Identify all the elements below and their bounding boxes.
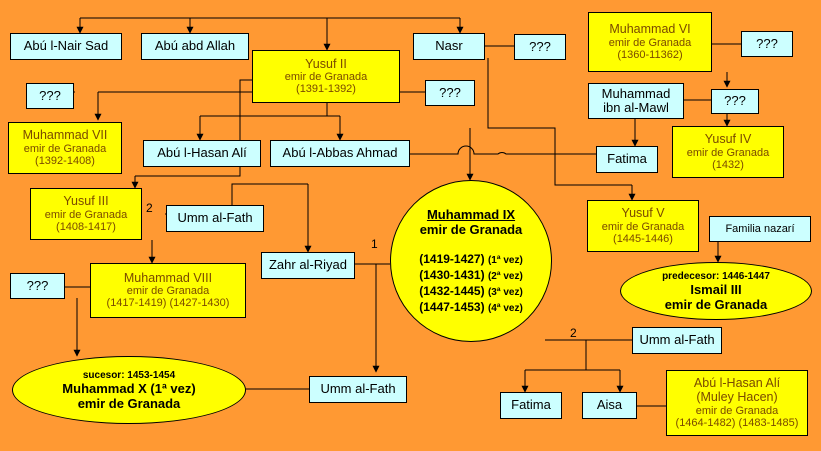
title: emir de Granada: [419, 222, 523, 237]
person-unknown-left: ???: [26, 83, 74, 109]
person-yusuf-ii: Yusuf II emir de Granada (1391-1392): [252, 50, 400, 103]
reign: (1392-1408): [35, 154, 95, 167]
name: Muhammad VII: [22, 128, 108, 143]
reign-4: (1447-1453) (4ª vez): [419, 300, 523, 314]
title: emir de Granada: [77, 395, 181, 411]
person-abu-l-hasan-ali-1: Abú l-Hasan Alí: [143, 140, 261, 167]
reign-3: (1432-1445) (3ª vez): [419, 284, 523, 298]
title: emir de Granada: [664, 296, 768, 312]
title: emir de Granada: [284, 71, 368, 84]
name: Muhammad IX: [426, 207, 516, 222]
person-aisa: Aisa: [582, 392, 637, 419]
person-muhammad-vii: Muhammad VII emir de Granada (1392-1408): [8, 122, 122, 174]
person-fatima-1: Fatima: [596, 146, 658, 173]
person-familia-nazari: Familia nazarí: [709, 216, 811, 242]
title: emir de Granada: [608, 36, 692, 49]
person-unknown-mawl-spouse: ???: [711, 89, 759, 114]
person-abu-abd-allah: Abú abd Allah: [141, 33, 249, 60]
reign-1: (1419-1427) (1ª vez): [419, 252, 523, 266]
person-umm-al-fath-2: Umm al-Fath: [309, 376, 407, 403]
name: Muhammad VI: [609, 22, 691, 37]
person-abu-l-abbas-ahmad: Abú l-Abbas Ahmad: [270, 140, 410, 167]
person-umm-al-fath-3: Umm al-Fath: [632, 327, 722, 354]
marriage-number-m9: 2: [570, 326, 577, 340]
person-yusuf-v: Yusuf V emir de Granada (1445-1446): [587, 200, 699, 252]
person-unknown-nasr-spouse: ???: [514, 34, 566, 60]
person-unknown-m8-spouse: ???: [10, 273, 65, 299]
alias: (Muley Hacen): [696, 389, 778, 404]
reign: (1417-1419) (1427-1430): [106, 297, 230, 310]
reign-2: (1430-1431) (2ª vez): [419, 268, 523, 282]
person-fatima-2: Fatima: [500, 392, 562, 419]
successor-label: sucesor: 1453-1454: [82, 369, 176, 381]
name-line-2: ibn al-Mawl: [603, 100, 669, 115]
title: emir de Granada: [601, 220, 685, 233]
name: Abú l-Hasan Alí: [693, 376, 781, 391]
person-nasr: Nasr: [413, 33, 485, 60]
name: Ismail III: [690, 281, 742, 297]
marriage-number-yusuf-iii: 2: [146, 201, 153, 215]
person-yusuf-iii: Yusuf III emir de Granada (1408-1417): [30, 188, 142, 240]
person-muhammad-x: sucesor: 1453-1454 Muhammad X (1ª vez) e…: [12, 356, 246, 424]
person-ismail-iii: predecesor: 1446-1447 Ismail III emir de…: [620, 262, 812, 320]
person-yusuf-iv: Yusuf IV emir de Granada (1432): [672, 126, 784, 178]
name: Yusuf V: [621, 206, 665, 221]
predecessor-label: predecesor: 1446-1447: [662, 270, 770, 282]
person-muhammad-viii: Muhammad VIII emir de Granada (1417-1419…: [90, 263, 246, 318]
person-muhammad-ibn-al-mawl: Muhammad ibn al-Mawl: [588, 83, 684, 119]
reign: (1391-1392): [296, 83, 356, 96]
person-umm-al-fath-1: Umm al-Fath: [166, 205, 264, 232]
name: Muhammad X (1ª vez): [62, 380, 196, 396]
person-zahr-al-riyad: Zahr al-Riyad: [261, 252, 355, 279]
title: emir de Granada: [44, 208, 128, 221]
person-muhammad-vi: Muhammad VI emir de Granada (1360-11362): [588, 12, 712, 72]
person-unknown-yusuf-ii-spouse: ???: [425, 80, 475, 106]
name: Muhammad VIII: [123, 270, 213, 285]
reign: (1408-1417): [56, 220, 116, 233]
reign: (1360-11362): [617, 48, 683, 61]
title: emir de Granada: [695, 404, 779, 417]
reign: (1445-1446): [613, 232, 673, 245]
person-unknown-m6-spouse: ???: [741, 31, 793, 57]
reign: (1464-1482) (1483-1485): [675, 416, 799, 429]
name: Yusuf III: [63, 194, 109, 209]
title: emir de Granada: [126, 285, 210, 298]
reign: (1432): [712, 158, 744, 171]
name: Yusuf IV: [704, 132, 752, 147]
title: emir de Granada: [23, 142, 107, 155]
name-line-1: Muhammad: [601, 85, 671, 101]
person-abu-l-hasan-ali-2: Abú l-Hasan Alí (Muley Hacen) emir de Gr…: [666, 370, 808, 436]
title: emir de Granada: [686, 146, 770, 159]
marriage-number-zahr: 1: [371, 237, 378, 251]
person-abu-nair-sad: Abú l-Nair Sad: [10, 33, 122, 60]
name: Yusuf II: [305, 56, 347, 71]
person-muhammad-ix: Muhammad IX emir de Granada (1419-1427) …: [390, 180, 552, 342]
